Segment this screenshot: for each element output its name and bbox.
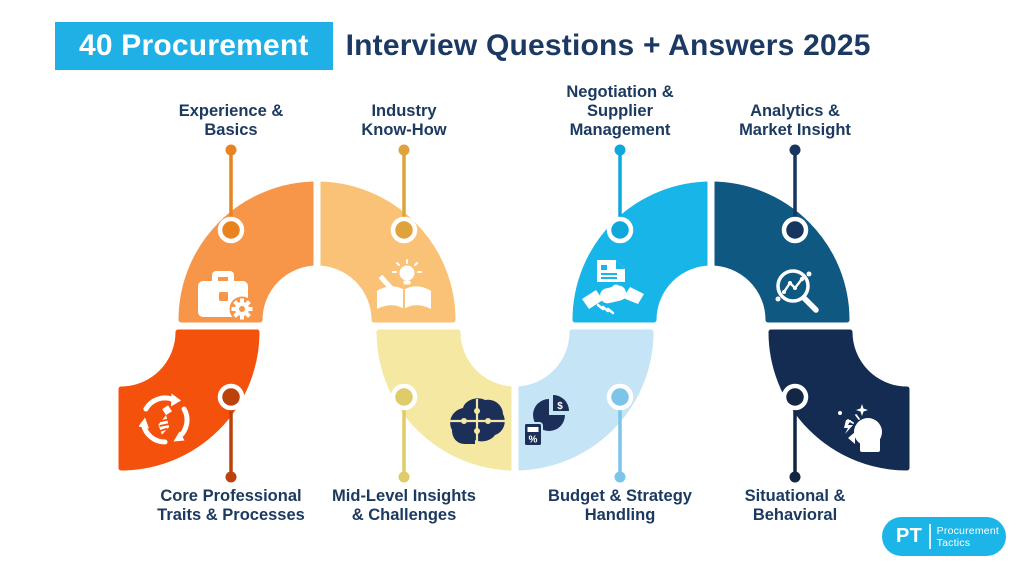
label-line: Handling [584,506,656,524]
ring-budget [606,383,634,411]
label-budget-strategy: Budget & Strategy Handling [505,487,735,525]
label-line: & Challenges [351,506,457,524]
dot-experience [225,144,237,156]
label-negotiation-supplier: Negotiation & Supplier Management [505,83,735,140]
dot-mid-level [398,471,410,483]
page-title: 40 Procurement Interview Questions + Ans… [55,22,871,70]
label-line: Situational & [744,487,846,505]
dot-budget [614,471,626,483]
divider-arch1 [313,176,321,326]
procurement-tactics-logo: PT Procurement Tactics [882,517,1006,556]
segment-negotiation-supplier [572,181,714,323]
label-core-professional: Core Professional Traits & Processes [116,487,346,525]
label-line: Know-How [361,121,447,139]
ring-analytics [781,216,809,244]
segment-dividers [313,176,715,476]
label-line: Budget & Strategy [548,487,692,505]
book-pencil-bulb-icon [377,259,431,309]
label-line: Analytics & [750,102,840,120]
svg-text:$: $ [557,401,563,412]
magnifier-chart-icon [775,269,819,313]
label-line: Mid-Level Insights [332,487,476,505]
briefcase-gear-icon [198,271,255,322]
logo-monogram: PT [896,525,923,547]
label-analytics-market: Analytics & Market Insight [680,102,910,140]
label-line: Experience & [178,102,284,120]
wave-segments [118,181,910,471]
dot-negotiation [614,144,626,156]
label-line: Industry [371,102,437,120]
divider-valley1 [511,330,519,476]
label-line: Traits & Processes [157,506,305,524]
logo-name-line1: Procurement [936,524,999,537]
label-industry-know-how: Industry Know-How [289,102,519,140]
logo-name: Procurement Tactics [937,525,999,549]
ring-situational [781,383,809,411]
label-line: Core Professional [160,487,302,505]
pie-chart-calculator-icon: $ % [523,395,569,447]
logo-name-line2: Tactics [936,536,971,549]
brain-puzzle-icon [450,398,505,444]
recycle-tie-icon [138,393,190,445]
svg-text:%: % [529,435,538,446]
logo-divider [929,524,931,549]
dot-analytics [789,144,801,156]
label-experience-basics: Experience & Basics [116,102,346,140]
label-line: Behavioral [752,506,838,524]
label-mid-level-insights: Mid-Level Insights & Challenges [289,487,519,525]
ring-mid-level [390,383,418,411]
segment-core-professional [118,329,260,471]
head-ideas-icon [838,404,882,452]
dot-industry [398,144,410,156]
label-line: Negotiation & [566,83,674,101]
label-line: Basics [204,121,258,139]
title-highlight: 40 Procurement [55,22,333,70]
ring-industry [390,216,418,244]
label-situational-behavioral: Situational & Behavioral [680,487,910,525]
handshake-contract-icon [582,260,644,315]
ring-core [217,383,245,411]
dot-situational [789,471,801,483]
connectors [217,144,809,483]
segment-budget-strategy [512,329,654,471]
segment-industry-know-how [314,181,456,323]
ring-experience [217,216,245,244]
dot-core [225,471,237,483]
title-rest: Interview Questions + Answers 2025 [345,29,871,62]
label-line: Management [569,121,671,139]
label-line: Market Insight [739,121,851,139]
divider-arch2 [707,176,715,326]
ring-negotiation [606,216,634,244]
segment-analytics-market [708,181,850,323]
label-line: Supplier [586,102,653,120]
